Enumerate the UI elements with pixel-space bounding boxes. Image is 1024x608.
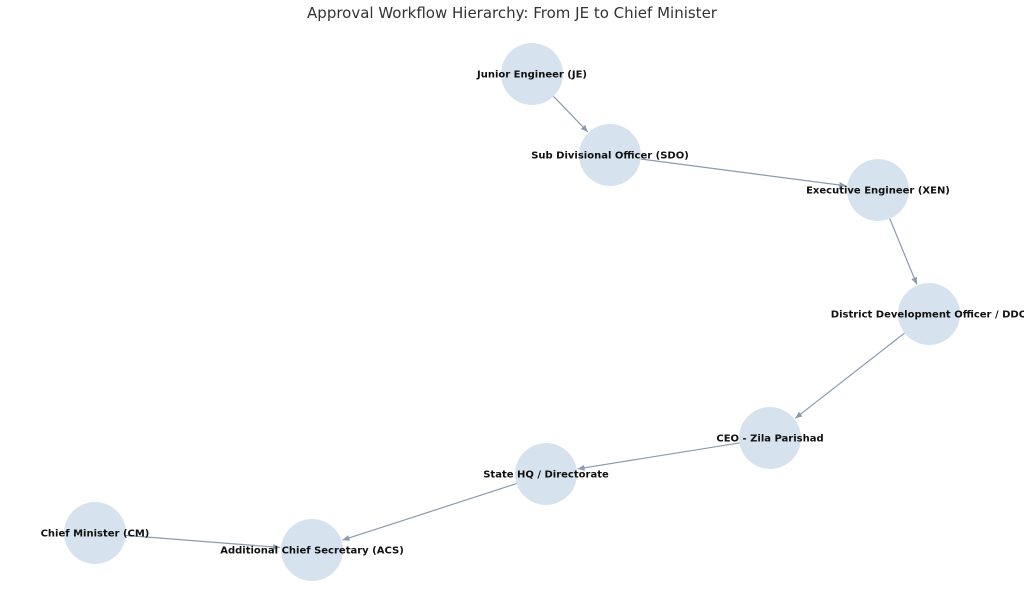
node-label-hq: State HQ / Directorate bbox=[483, 470, 609, 481]
node-hq bbox=[515, 443, 577, 505]
node-label-xen: Executive Engineer (XEN) bbox=[806, 186, 950, 197]
edge-ddo-to-ceo bbox=[794, 332, 905, 419]
node-sdo bbox=[579, 124, 641, 186]
labels-layer: Junior Engineer (JE) Sub Divisional Offic… bbox=[41, 70, 1024, 557]
edge-hq-to-acs bbox=[342, 483, 517, 541]
node-cm bbox=[64, 502, 126, 564]
node-xen bbox=[847, 159, 909, 221]
edge-xen-to-ddo bbox=[889, 218, 918, 285]
diagram-title: Approval Workflow Hierarchy: From JE to … bbox=[307, 4, 717, 22]
node-label-je: Junior Engineer (JE) bbox=[476, 70, 587, 81]
node-je bbox=[501, 43, 563, 105]
node-label-ddo: District Development Officer / DDO bbox=[831, 310, 1024, 321]
edge-ceo-to-hq bbox=[577, 442, 740, 471]
edge-sdo-to-xen bbox=[640, 158, 847, 188]
node-label-cm: Chief Minister (CM) bbox=[41, 529, 150, 540]
nodes-layer bbox=[64, 43, 960, 581]
edge-je-to-sdo bbox=[553, 95, 589, 133]
edge-cm-to-acs bbox=[125, 534, 281, 550]
node-label-ceo: CEO - Zila Parishad bbox=[716, 434, 823, 445]
node-ceo bbox=[739, 407, 801, 469]
node-label-sdo: Sub Divisional Officer (SDO) bbox=[531, 151, 689, 162]
node-acs bbox=[281, 519, 343, 581]
edges-layer bbox=[125, 95, 918, 550]
node-ddo bbox=[898, 283, 960, 345]
node-label-acs: Additional Chief Secretary (ACS) bbox=[220, 546, 404, 557]
